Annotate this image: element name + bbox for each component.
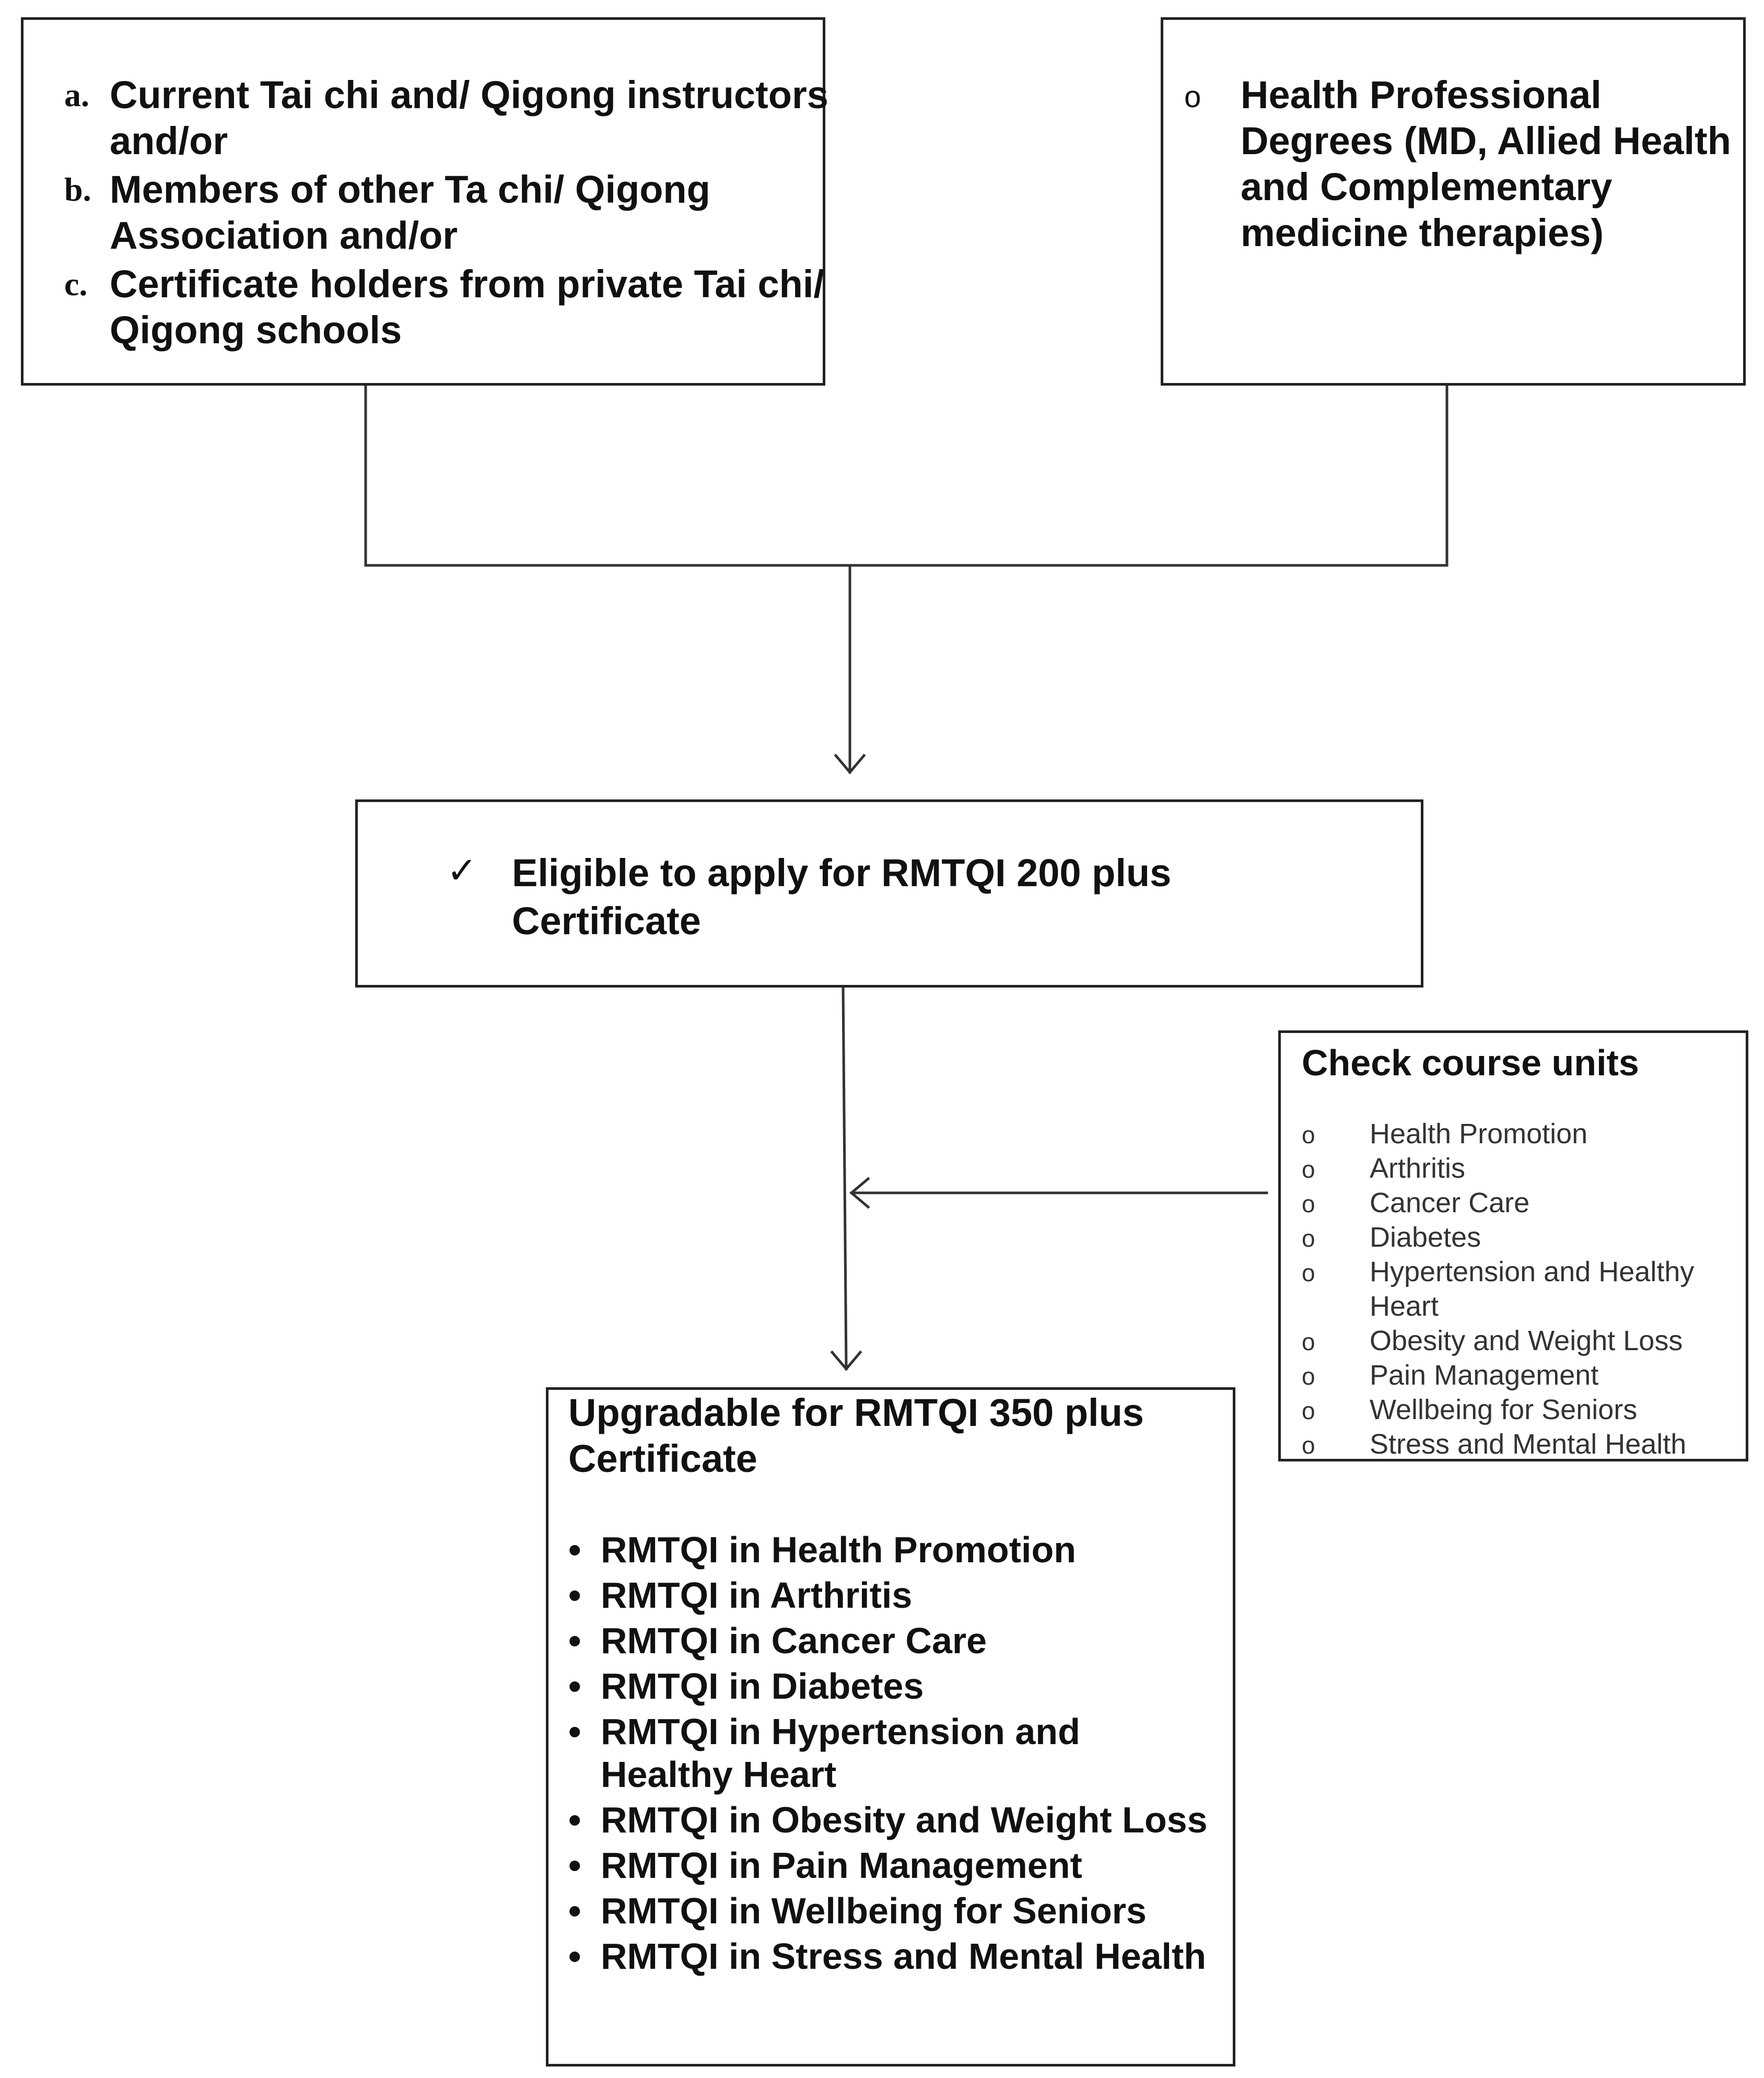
- upgrade-item-label: RMTQI in Hypertension and Healthy Heart: [601, 1711, 1080, 1795]
- instructor-criteria-item: a. Current Tai chi and/ Qigong instructo…: [44, 72, 831, 164]
- circle-bullet-icon: o: [1302, 1432, 1315, 1459]
- instructor-criteria-text: Current Tai chi and/ Qigong instructors …: [110, 73, 828, 162]
- circle-bullet-icon: o: [1302, 1328, 1315, 1355]
- course-unit-item: o Diabetes: [1302, 1220, 1730, 1255]
- upgrade-item: • RMTQI in Hypertension and Healthy Heart: [568, 1710, 1221, 1796]
- upgrade-item-label: RMTQI in Stress and Mental Health: [601, 1936, 1207, 1977]
- bullet-icon: •: [568, 1800, 581, 1840]
- upgrade-title: Upgradable for RMTQI 350 plus Certificat…: [568, 1391, 1144, 1480]
- circle-bullet-icon: o: [1302, 1225, 1315, 1252]
- course-unit-label: Diabetes: [1370, 1222, 1481, 1253]
- course-unit-item: o Cancer Care: [1302, 1186, 1730, 1220]
- course-unit-item: o Pain Management: [1302, 1358, 1730, 1392]
- health-professionals-item: o Health Professional Degrees (MD, Allie…: [1184, 72, 1733, 256]
- course-unit-label: Obesity and Weight Loss: [1370, 1325, 1683, 1356]
- arrowhead-from-course-units: [849, 1177, 870, 1209]
- upgrade-box: Upgradable for RMTQI 350 plus Certificat…: [546, 1387, 1235, 2067]
- upgrade-item-label: RMTQI in Cancer Care: [601, 1620, 987, 1661]
- upgrade-item: • RMTQI in Health Promotion: [568, 1528, 1221, 1571]
- instructor-criteria-text: Members of other Ta chi/ Qigong Associat…: [110, 168, 710, 257]
- instructor-criteria-item: b. Members of other Ta chi/ Qigong Assoc…: [44, 167, 831, 259]
- course-unit-label: Wellbeing for Seniors: [1370, 1394, 1638, 1425]
- eligible-box: ✓ Eligible to apply for RMTQI 200 plus C…: [355, 799, 1423, 988]
- list-marker-a: a.: [64, 76, 89, 113]
- course-units-title: Check course units: [1302, 1042, 1639, 1083]
- instructor-criteria-text: Certificate holders from private Tai chi…: [110, 262, 824, 352]
- bullet-icon: •: [568, 1620, 581, 1661]
- upgrade-item-label: RMTQI in Obesity and Weight Loss: [601, 1800, 1208, 1840]
- upgrade-item: • RMTQI in Obesity and Weight Loss: [568, 1798, 1221, 1841]
- upgrade-item-label: RMTQI in Health Promotion: [601, 1529, 1076, 1570]
- checkmark-icon: ✓: [447, 849, 477, 892]
- upgrade-item-label: RMTQI in Wellbeing for Seniors: [601, 1890, 1147, 1931]
- course-unit-label: Hypertension and Healthy Heart: [1370, 1256, 1695, 1322]
- upgrade-item: • RMTQI in Arthritis: [568, 1574, 1221, 1617]
- upgrade-item: • RMTQI in Stress and Mental Health: [568, 1935, 1221, 1978]
- course-unit-item: o Obesity and Weight Loss: [1302, 1324, 1730, 1358]
- upgrade-item: • RMTQI in Diabetes: [568, 1665, 1221, 1708]
- circle-bullet-icon: o: [1184, 80, 1201, 114]
- course-unit-label: Cancer Care: [1370, 1187, 1530, 1218]
- course-unit-item: o Wellbeing for Seniors: [1302, 1392, 1730, 1427]
- upgrade-item-label: RMTQI in Pain Management: [601, 1845, 1082, 1886]
- bullet-icon: •: [568, 1936, 581, 1977]
- bullet-icon: •: [568, 1890, 581, 1931]
- circle-bullet-icon: o: [1302, 1156, 1315, 1183]
- course-unit-label: Health Promotion: [1370, 1118, 1588, 1150]
- course-unit-item: o Arthritis: [1302, 1151, 1730, 1186]
- arrowhead-to-upgrade: [830, 1350, 862, 1371]
- bullet-icon: •: [568, 1711, 581, 1752]
- instructors-box: a. Current Tai chi and/ Qigong instructo…: [21, 17, 828, 386]
- bullet-icon: •: [568, 1845, 581, 1886]
- course-unit-item: o Stress and Mental Health: [1302, 1427, 1730, 1461]
- circle-bullet-icon: o: [1302, 1397, 1315, 1424]
- arrowhead-to-eligible: [834, 753, 866, 774]
- circle-bullet-icon: o: [1302, 1363, 1315, 1390]
- circle-bullet-icon: o: [1302, 1259, 1315, 1286]
- health-professionals-box: o Health Professional Degrees (MD, Allie…: [1161, 17, 1746, 386]
- circle-bullet-icon: o: [1302, 1121, 1315, 1148]
- list-marker-c: c.: [64, 265, 88, 303]
- upgrade-item-label: RMTQI in Arthritis: [601, 1575, 913, 1616]
- course-unit-label: Stress and Mental Health: [1370, 1429, 1687, 1460]
- course-unit-label: Pain Management: [1370, 1360, 1599, 1391]
- bullet-icon: •: [568, 1575, 581, 1616]
- course-unit-item: o Health Promotion: [1302, 1117, 1730, 1151]
- eligible-text: Eligible to apply for RMTQI 200 plus Cer…: [512, 851, 1172, 943]
- course-unit-item: o Hypertension and Healthy Heart: [1302, 1255, 1730, 1324]
- upgrade-item: • RMTQI in Pain Management: [568, 1844, 1221, 1887]
- bullet-icon: •: [568, 1666, 581, 1706]
- instructor-criteria-item: c. Certificate holders from private Tai …: [44, 261, 831, 353]
- upgrade-item: • RMTQI in Wellbeing for Seniors: [568, 1889, 1221, 1932]
- circle-bullet-icon: o: [1302, 1190, 1315, 1217]
- health-professionals-text: Health Professional Degrees (MD, Allied …: [1241, 73, 1731, 254]
- course-unit-label: Arthritis: [1370, 1153, 1466, 1184]
- connector-eligible-down: [842, 986, 848, 1371]
- list-marker-b: b.: [64, 171, 91, 208]
- instructor-criteria-list: a. Current Tai chi and/ Qigong instructo…: [44, 72, 831, 356]
- upgrade-item-label: RMTQI in Diabetes: [601, 1666, 924, 1706]
- upgrade-list: • RMTQI in Health Promotion • RMTQI in Arth…: [568, 1528, 1221, 1980]
- bullet-icon: •: [568, 1529, 581, 1570]
- upgrade-item: • RMTQI in Cancer Care: [568, 1619, 1221, 1662]
